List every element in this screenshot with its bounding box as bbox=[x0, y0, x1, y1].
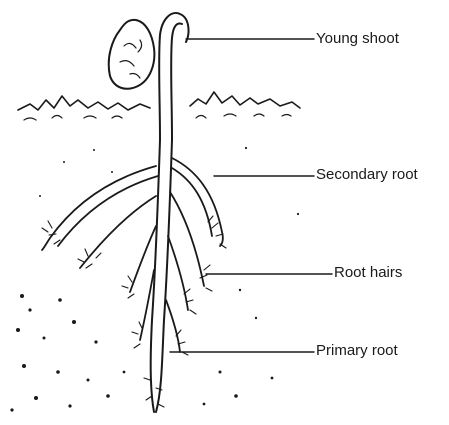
label-secondary-root: Secondary root bbox=[316, 166, 418, 184]
label-young-shoot: Young shoot bbox=[316, 30, 399, 48]
secondary-root-right-3 bbox=[168, 236, 188, 310]
root-hairs bbox=[42, 216, 226, 407]
seed-coat bbox=[109, 20, 155, 89]
secondary-root-right-1 bbox=[172, 158, 223, 246]
secondary-root-left-2 bbox=[80, 196, 156, 268]
label-root-hairs: Root hairs bbox=[334, 264, 402, 282]
secondary-root-right-1b bbox=[172, 168, 212, 236]
seed-texture bbox=[120, 40, 142, 78]
soil-lumps bbox=[24, 114, 291, 120]
secondary-root-right-2 bbox=[170, 192, 204, 286]
young-shoot-inner bbox=[171, 24, 182, 140]
label-primary-root: Primary root bbox=[316, 342, 398, 360]
primary-root bbox=[151, 140, 172, 412]
